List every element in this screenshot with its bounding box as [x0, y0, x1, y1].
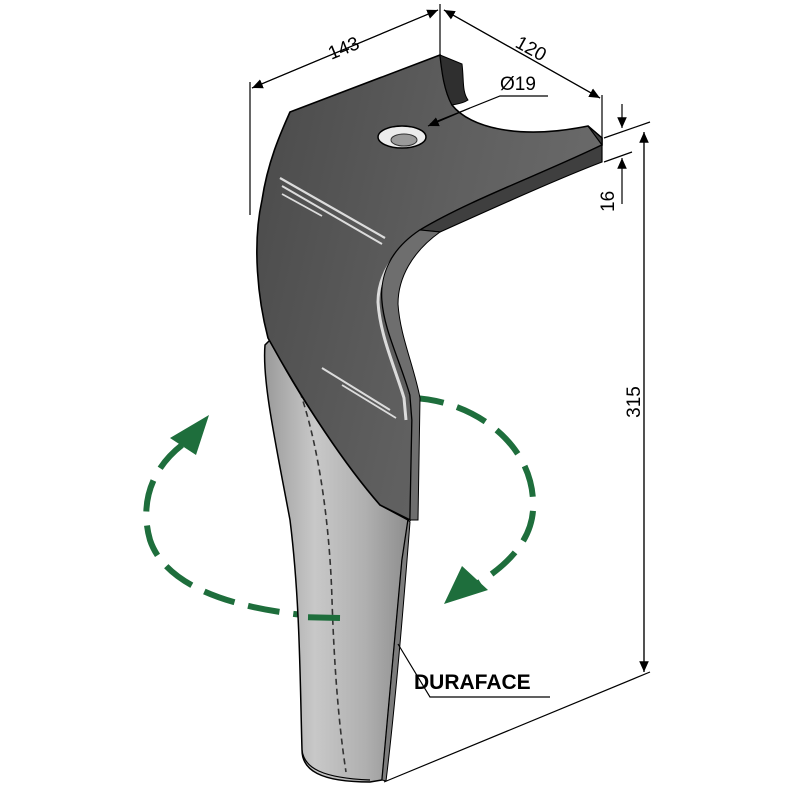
- dimension-height: 315: [624, 386, 645, 418]
- dimension-lines: [249, 4, 651, 783]
- dimension-hole-diameter: Ø19: [500, 74, 536, 95]
- dimension-width-top: 143: [325, 33, 362, 64]
- dimension-thickness: 16: [598, 191, 619, 212]
- rotation-arrow-back: [143, 395, 537, 621]
- rotation-arrow-icon: [170, 415, 488, 621]
- blade-upper-part: [256, 53, 603, 522]
- dimension-width-side: 120: [512, 32, 550, 66]
- duraface-label: DURAFACE: [414, 671, 531, 694]
- blade-lower-part: [263, 338, 411, 783]
